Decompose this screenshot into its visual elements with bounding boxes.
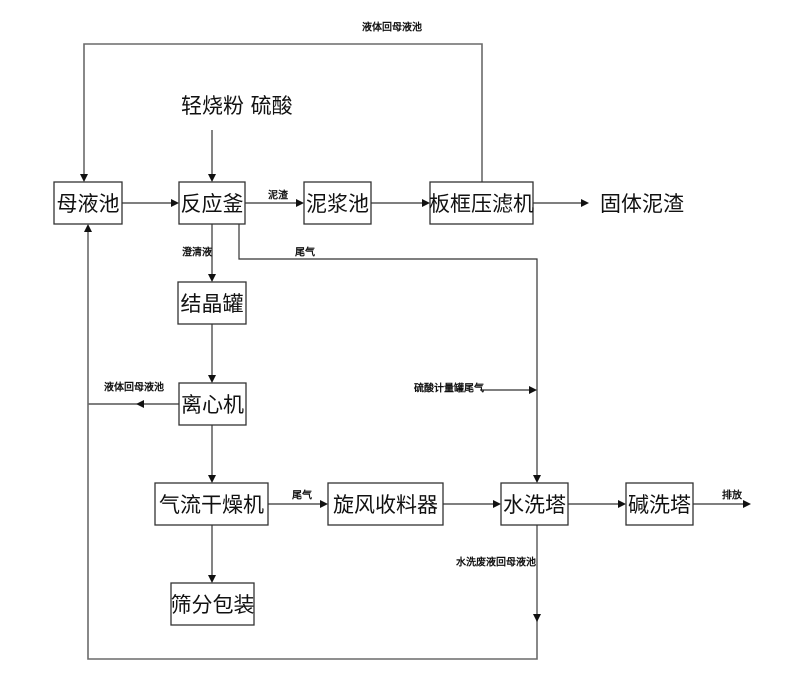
node-label: 水洗塔: [503, 493, 566, 517]
label-wash-waste-return: 水洗废液回母液池: [455, 556, 536, 569]
arrow-head: [136, 400, 144, 408]
arrow-head: [618, 500, 626, 508]
arrow-head: [84, 224, 92, 232]
node-cyclone-collector: 旋风收料器: [327, 482, 444, 526]
edge-reactor-tail-gas-to-scrubber: [238, 224, 538, 477]
node-mother-liquor-tank: 母液池: [53, 181, 123, 225]
node-filter-press: 板框压滤机: [429, 181, 534, 225]
label-reactor-tail-gas: 尾气: [295, 246, 315, 259]
label-liquid-return-centrifuge: 液体回母液池: [104, 381, 164, 394]
label-mud: 泥渣: [268, 189, 289, 202]
arrow-head: [208, 475, 216, 483]
label-liquid-return-top: 液体回母液池: [362, 21, 422, 34]
edge-filter-press-to-mother-liquor: [83, 43, 483, 182]
node-label: 碱洗塔: [628, 493, 691, 517]
arrow-head: [208, 174, 216, 182]
node-label: 板框压滤机: [429, 192, 534, 216]
node-alkali-scrubber: 碱洗塔: [625, 482, 694, 526]
node-label: 结晶罐: [181, 292, 244, 316]
arrow-head: [296, 199, 304, 207]
output-solid-residue: 固体泥渣: [600, 192, 684, 216]
arrow-head: [80, 174, 88, 182]
node-label: 筛分包装: [171, 593, 255, 617]
arrow-head: [208, 575, 216, 583]
node-label: 母液池: [57, 192, 120, 216]
node-crystallizer: 结晶罐: [177, 281, 247, 325]
node-water-scrubber: 水洗塔: [500, 482, 569, 526]
arrow-head: [171, 199, 179, 207]
node-label: 气流干燥机: [159, 493, 264, 517]
arrow-head: [743, 500, 751, 508]
node-slurry-tank: 泥浆池: [303, 181, 372, 225]
node-label: 离心机: [181, 393, 244, 417]
arrow-head: [529, 386, 537, 394]
arrow-head: [208, 375, 216, 383]
node-centrifuge: 离心机: [178, 382, 247, 426]
node-screening-packaging: 筛分包装: [170, 582, 255, 626]
label-clear-liquid: 澄清液: [182, 246, 212, 259]
label-acid-tank-tail-gas: 硫酸计量罐尾气: [414, 382, 484, 395]
node-flash-dryer: 气流干燥机: [154, 482, 269, 526]
arrow-head: [533, 475, 541, 483]
label-dryer-tail-gas: 尾气: [292, 489, 312, 502]
arrow-head: [208, 274, 216, 282]
arrow-head: [320, 500, 328, 508]
arrow-head: [493, 500, 501, 508]
label-discharge: 排放: [722, 489, 743, 502]
arrow-head: [581, 199, 589, 207]
input-raw-materials: 轻烧粉 硫酸: [181, 94, 293, 118]
node-label: 反应釜: [181, 192, 244, 216]
node-label: 泥浆池: [306, 192, 369, 216]
edge-bottom-return-to-mother-liquor: [87, 230, 538, 660]
arrow-head: [422, 199, 430, 207]
node-reactor: 反应釜: [178, 181, 246, 225]
arrow-head: [533, 614, 541, 622]
node-label: 旋风收料器: [333, 493, 438, 517]
